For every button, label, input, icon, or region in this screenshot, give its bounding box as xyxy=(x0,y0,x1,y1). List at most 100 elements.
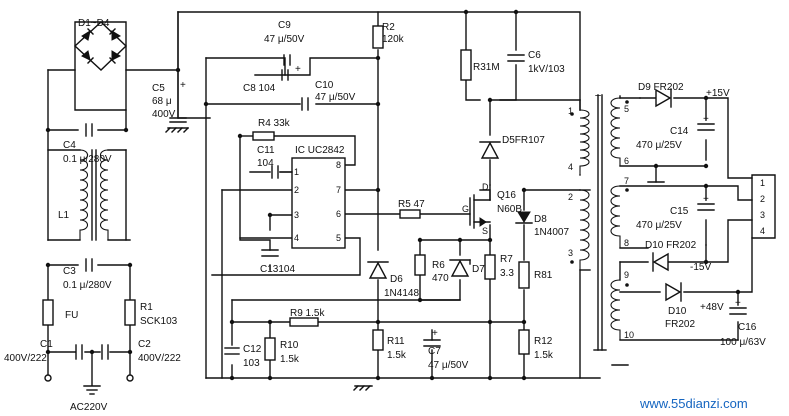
label-c1-value: 400V/222 xyxy=(4,353,47,364)
junction-dots xyxy=(45,9,741,381)
label-d10-upper: D10 FR202 xyxy=(645,240,697,251)
label-d5: D5FR107 xyxy=(502,135,545,146)
svg-text:+: + xyxy=(703,114,709,125)
label-c8: C8 104 xyxy=(243,83,276,94)
label-r12-value: 1.5k xyxy=(534,350,554,361)
label-c10: C10 xyxy=(315,80,334,91)
t-pin-2: 2 xyxy=(568,192,573,202)
plus-sign-c5: + xyxy=(180,80,186,91)
label-c4-value: 0.1 μ/280V xyxy=(63,154,112,165)
diodes xyxy=(367,88,682,302)
label-c2-value: 400V/222 xyxy=(138,353,181,364)
label-r31: R31M xyxy=(473,62,500,73)
label-d10-lower-value: FR202 xyxy=(665,319,695,330)
ic-pin-1: 1 xyxy=(294,167,299,177)
label-r12: R12 xyxy=(534,336,553,347)
label-d8-value: 1N4007 xyxy=(534,227,569,238)
t-pin-7: 7 xyxy=(624,176,629,186)
polarity-marks: + + + + + xyxy=(295,64,741,339)
inductor-l1 xyxy=(79,149,109,241)
label-c16: C16 xyxy=(738,322,757,333)
t-pin-8: 8 xyxy=(624,238,629,248)
label-c12-value: 103 xyxy=(243,358,260,369)
label-c5: C5 xyxy=(152,83,165,94)
t-pin-10: 10 xyxy=(624,330,634,340)
label-c16-value: 100 μ/63V xyxy=(720,337,766,348)
ic-uc2842 xyxy=(279,157,346,249)
label-c14: C14 xyxy=(670,126,689,137)
label-r2: R2 xyxy=(382,22,395,33)
ic-pin-2: 2 xyxy=(294,185,299,195)
label-c11-value: 104 xyxy=(257,158,274,169)
svg-text:+: + xyxy=(735,298,741,309)
label-c1: C1 xyxy=(40,339,53,350)
watermark: www.55dianzi.com xyxy=(639,396,748,411)
label-c3-value: 0.1 μ/280V xyxy=(63,280,112,291)
label-d8: D8 xyxy=(534,214,547,225)
label-r6-value: 470 xyxy=(432,273,449,284)
label-d9: D9 FR202 xyxy=(638,82,684,93)
label-c14-value: 470 μ/25V xyxy=(636,140,682,151)
connector-pin-3: 3 xyxy=(760,210,765,220)
label-d10-lower: D10 xyxy=(668,306,687,317)
resistor-r6 xyxy=(414,254,426,276)
resistor-r9 xyxy=(289,317,319,327)
label-r6: R6 xyxy=(432,260,445,271)
label-r81: R81 xyxy=(534,270,553,281)
ground-symbols xyxy=(83,127,665,395)
transformer-t xyxy=(570,94,629,351)
label-r11: R11 xyxy=(387,336,405,347)
label-d6: D6 xyxy=(390,274,403,285)
label-c7: C7 xyxy=(428,346,441,357)
label-transformer: T xyxy=(595,94,601,105)
svg-text:+: + xyxy=(703,194,709,205)
label-r1-value: SCK103 xyxy=(140,316,178,327)
mosfet-pin-s: S xyxy=(482,226,488,236)
component-labels: D1~D4 C9 47 μ/50V R2 120k R31M C6 1kV/10… xyxy=(4,18,766,413)
label-ic: IC UC2842 xyxy=(295,145,345,156)
resistor-r5 xyxy=(399,209,421,219)
label-r7: R7 xyxy=(500,254,513,265)
label-c15: C15 xyxy=(670,206,689,217)
resistor-r10 xyxy=(264,337,276,361)
resistor-r81 xyxy=(518,261,530,289)
ic-pin-6: 6 xyxy=(336,209,341,219)
svg-text:+: + xyxy=(295,64,301,75)
label-c6: C6 xyxy=(528,50,541,61)
label-c6-value: 1kV/103 xyxy=(528,64,565,75)
t-pin-5: 5 xyxy=(624,104,629,114)
t-pin-4: 4 xyxy=(568,162,573,172)
label-c5-value1: 68 μ xyxy=(152,96,172,107)
resistor-r7 xyxy=(484,254,496,280)
resistor-r12 xyxy=(518,329,530,355)
ic-pin-8: 8 xyxy=(336,160,341,170)
label-d6-value: 1N4148 xyxy=(384,288,419,299)
label-r2-value: 120k xyxy=(382,34,405,45)
fuse-fu xyxy=(42,299,54,326)
label-c4: C4 xyxy=(63,140,76,151)
ic-pin-7: 7 xyxy=(336,185,341,195)
label-c12: C12 xyxy=(243,344,262,355)
label-r11-value: 1.5k xyxy=(387,350,407,361)
label-r5: R5 47 xyxy=(398,199,425,210)
resistor-r2 xyxy=(372,25,384,49)
connector-pin-2: 2 xyxy=(760,194,765,204)
ic-pin-4: 4 xyxy=(294,233,299,243)
ic-pin-3: 3 xyxy=(294,210,299,220)
label-r4: R4 33k xyxy=(258,118,291,129)
bridge-rectifier-d1-d4 xyxy=(73,21,128,71)
label-c5-value2: 400V xyxy=(152,109,176,120)
label-c11: C11 xyxy=(257,145,275,156)
label-c10-value: 47 μ/50V xyxy=(315,92,356,103)
label-q16-value: N60B xyxy=(497,204,522,215)
t-pin-9: 9 xyxy=(624,270,629,280)
resistors xyxy=(42,25,530,361)
svg-text:+: + xyxy=(432,328,438,339)
label-l1: L1 xyxy=(58,210,70,221)
label-c13: C13104 xyxy=(260,264,295,275)
label-plus-48v: +48V xyxy=(700,302,724,313)
label-fu: FU xyxy=(65,310,78,321)
label-c9: C9 xyxy=(278,20,291,31)
label-c9-value: 47 μ/50V xyxy=(264,34,305,45)
